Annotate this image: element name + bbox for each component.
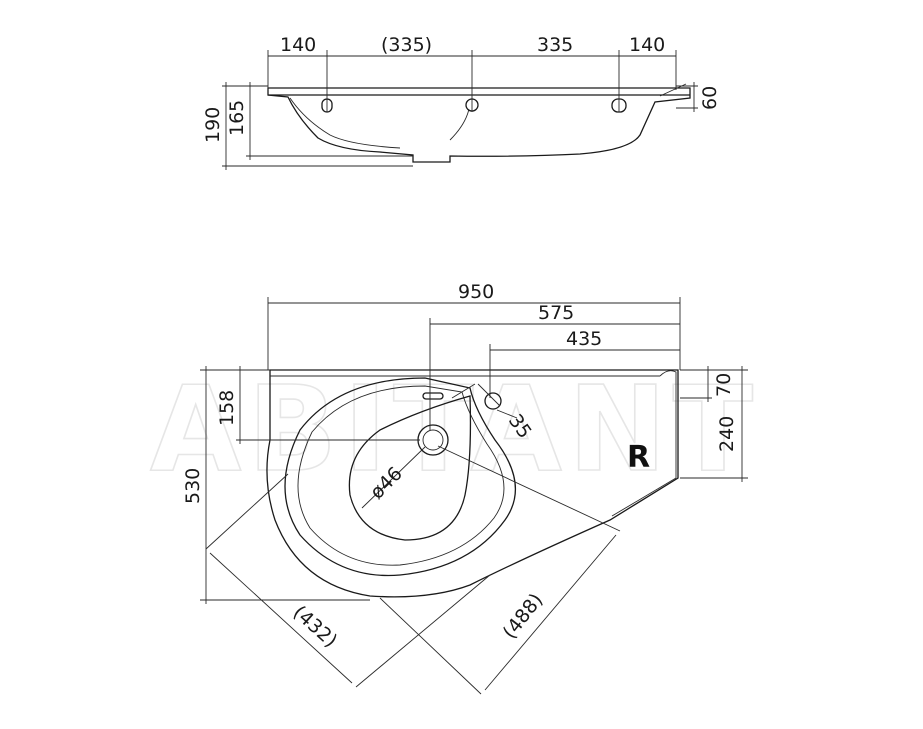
side-dim-165: 165: [226, 100, 248, 136]
dim-line-432: [209, 552, 353, 684]
side-basin-outline: [267, 87, 691, 163]
bowl-outer: [284, 377, 517, 577]
top-view: 950 575 435 70 240 158 530 35 ø46: [182, 281, 748, 695]
side-dim-335-paren: (335): [381, 34, 432, 56]
dim-line-488: [484, 534, 617, 691]
top-right-edge: [611, 477, 677, 517]
side-dim-140-right: 140: [629, 34, 665, 56]
side-dim-190: 190: [202, 107, 224, 143]
dim-435: 435: [566, 328, 602, 350]
dim-432: (432): [289, 601, 342, 652]
overflow-slot: [422, 392, 444, 400]
dim-530: 530: [182, 468, 204, 504]
ext-488-b: [379, 597, 482, 695]
side-dim-60: 60: [699, 86, 721, 110]
side-view: 140 (335) 335 140 60 190 165: [202, 34, 721, 170]
dim-575: 575: [538, 302, 574, 324]
tap-deck-line: [451, 383, 476, 399]
dim-240: 240: [716, 416, 738, 452]
side-inner-curve: [289, 97, 401, 149]
dim-70: 70: [713, 373, 735, 397]
bowl-inner: [348, 395, 472, 541]
ext-432-b: [355, 574, 491, 688]
top-right-corner: [659, 370, 677, 478]
dim-950: 950: [458, 281, 494, 303]
leader-diam46: [361, 446, 426, 509]
drain-inner: [422, 429, 444, 451]
watermark: ABITANT: [150, 360, 759, 498]
side-dim-335: 335: [537, 34, 573, 56]
dim-488: (488): [499, 589, 548, 643]
tap-hole: [484, 392, 502, 410]
dim-158: 158: [216, 390, 238, 426]
hand-marker: R: [627, 440, 650, 475]
bowl-rim-inner: [297, 385, 505, 566]
ext-432-a: [205, 473, 289, 550]
dim-line-35-b: [496, 409, 518, 419]
side-dim-140-left: 140: [280, 34, 316, 56]
drain-outer: [417, 424, 449, 456]
ext-488-a: [437, 445, 621, 532]
top-basin-outline: [266, 369, 679, 598]
dim-line-35-a: [477, 383, 501, 407]
